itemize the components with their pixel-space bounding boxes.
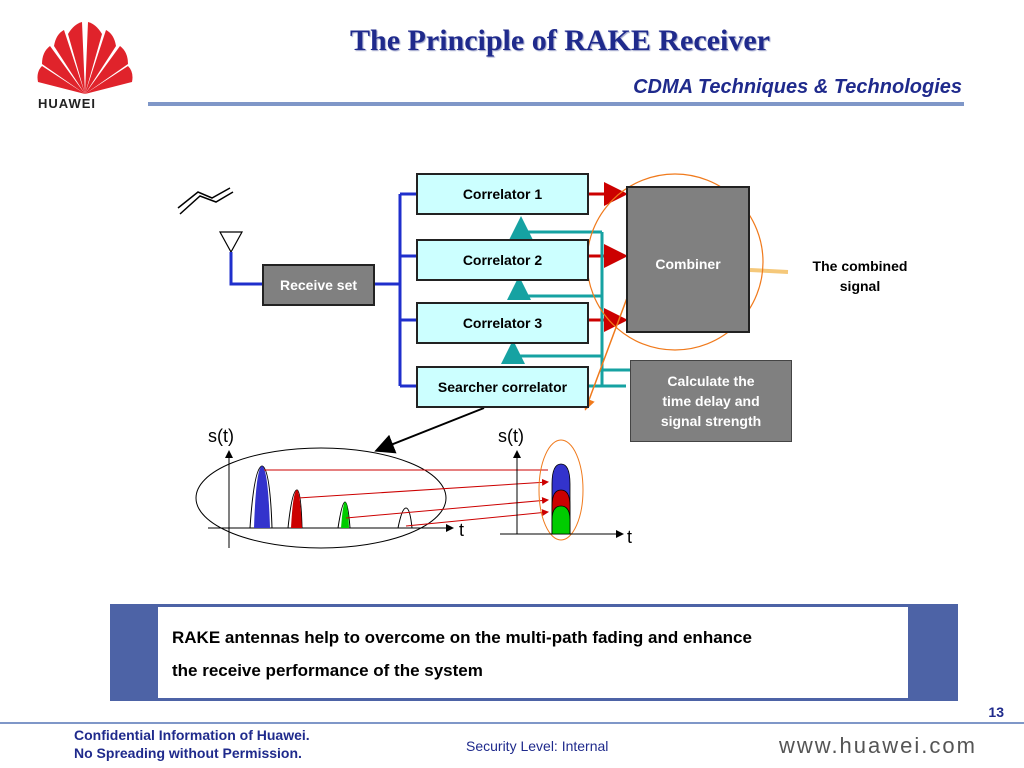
calculate-delay-block: Calculate the time delay and signal stre… (630, 360, 792, 442)
combined-line-1: The combined (812, 258, 908, 274)
logo-wordmark: HUAWEI (38, 96, 96, 111)
searcher-correlator-block: Searcher correlator (416, 366, 589, 408)
page-subtitle: CDMA Techniques & Technologies (633, 76, 962, 98)
combiner-block: Combiner (626, 186, 750, 333)
receive-set-block: Receive set (262, 264, 375, 306)
header-divider (148, 102, 964, 106)
correlator-1-block: Correlator 1 (416, 173, 589, 215)
right-plot-x-label: t (627, 527, 633, 547)
antenna-icon (218, 231, 244, 254)
huawei-logo (37, 22, 133, 94)
note-line-2: the receive performance of the system (172, 661, 483, 680)
radio-wave-icon (177, 187, 234, 215)
security-level: Security Level: Internal (466, 738, 609, 754)
correlator-2-block: Correlator 2 (416, 239, 589, 281)
website-url: www.huawei.com (779, 733, 977, 758)
page-title: The Principle of RAKE Receiver (350, 24, 770, 57)
confidential-line-1: Confidential Information of Huawei. (74, 727, 310, 743)
correlator-3-block: Correlator 3 (416, 302, 589, 344)
combined-line-2: signal (839, 278, 881, 294)
confidential-line-2: No Spreading without Permission. (74, 745, 302, 761)
note-box: RAKE antennas help to overcome on the mu… (158, 607, 908, 698)
calc-line-2: time delay and (662, 393, 760, 409)
page-number: 13 (988, 704, 1004, 720)
footer-divider (0, 722, 1024, 724)
combined-signal-label: The combined signal (796, 256, 924, 296)
calc-line-3: signal strength (660, 413, 762, 429)
calc-line-1: Calculate the (667, 373, 755, 389)
left-plot-y-label: s(t) (208, 426, 234, 446)
note-line-1: RAKE antennas help to overcome on the mu… (172, 628, 752, 647)
left-plot-x-label: t (459, 520, 465, 540)
right-plot-y-label: s(t) (498, 426, 524, 446)
